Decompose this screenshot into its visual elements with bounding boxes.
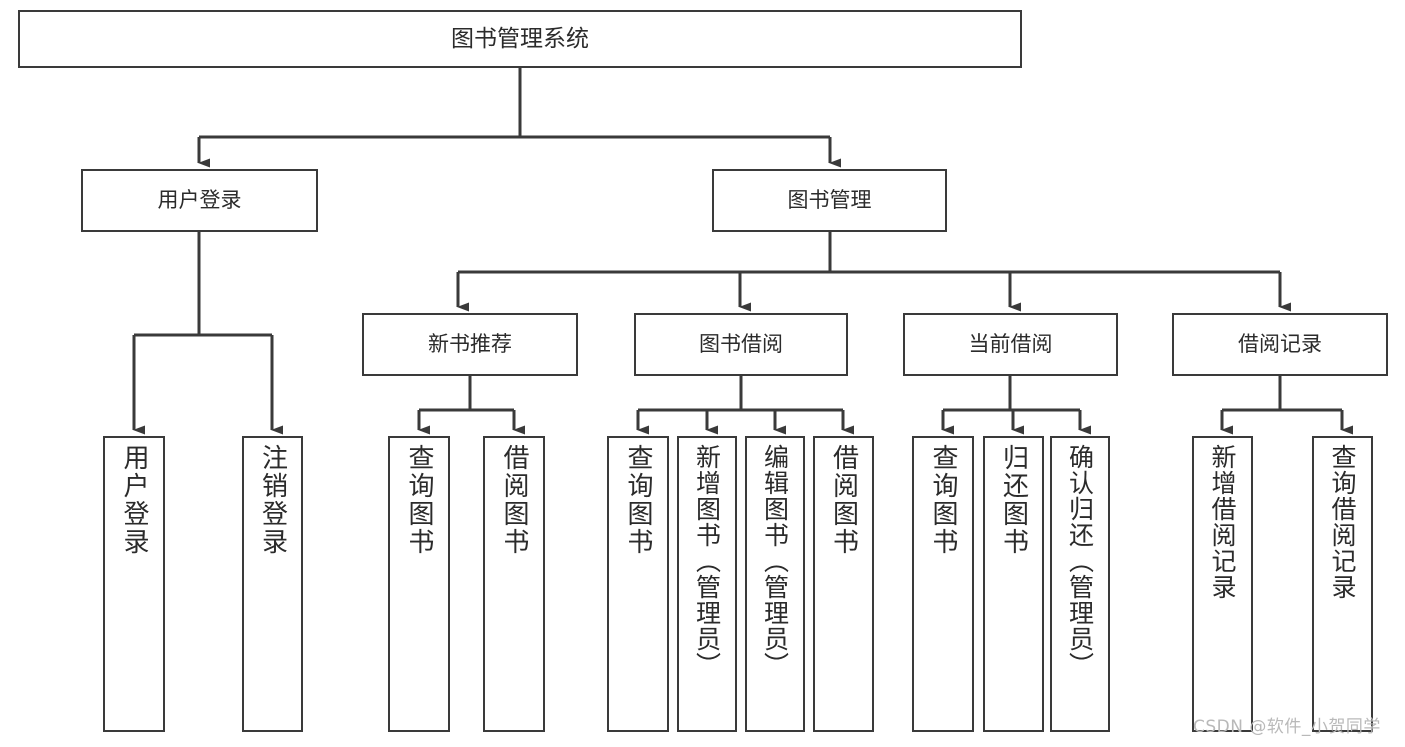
node-label: 新增借阅记录 xyxy=(1208,444,1237,600)
node-label: 用户登录 xyxy=(157,188,242,213)
node-label: 确认归还（管理员） xyxy=(1065,444,1095,678)
node-label: 注销登录 xyxy=(257,444,288,556)
leaf-add-book-admin[interactable]: 新增图书（管理员） xyxy=(677,436,737,732)
node-label: 查询图书 xyxy=(404,444,434,556)
leaf-query-borrow-record[interactable]: 查询借阅记录 xyxy=(1312,436,1373,732)
node-new-book-recommend[interactable]: 新书推荐 xyxy=(362,313,578,376)
node-label: 查询图书 xyxy=(928,444,958,556)
leaf-return-book[interactable]: 归还图书 xyxy=(983,436,1044,732)
leaf-user-login[interactable]: 用户登录 xyxy=(103,436,165,732)
node-label: 新增图书（管理员） xyxy=(692,444,722,678)
node-label: 编辑图书（管理员） xyxy=(760,444,790,678)
leaf-add-borrow-record[interactable]: 新增借阅记录 xyxy=(1192,436,1253,732)
leaf-borrow-book-newbook[interactable]: 借阅图书 xyxy=(483,436,545,732)
node-user-login[interactable]: 用户登录 xyxy=(81,169,318,232)
leaf-edit-book-admin[interactable]: 编辑图书（管理员） xyxy=(745,436,805,732)
leaf-confirm-return-admin[interactable]: 确认归还（管理员） xyxy=(1050,436,1110,732)
node-book-management[interactable]: 图书管理 xyxy=(712,169,947,232)
leaf-borrow-book[interactable]: 借阅图书 xyxy=(813,436,874,732)
node-label: 借阅图书 xyxy=(828,444,859,556)
node-label: 当前借阅 xyxy=(968,332,1053,357)
watermark-text: CSDN @软件_小贺同学 xyxy=(1193,717,1381,737)
leaf-logout-login[interactable]: 注销登录 xyxy=(242,436,303,732)
node-label: 图书管理系统 xyxy=(451,25,589,52)
node-label: 图书借阅 xyxy=(699,332,783,357)
leaf-query-book-borrow[interactable]: 查询图书 xyxy=(607,436,669,732)
node-label: 借阅图书 xyxy=(499,444,529,556)
node-current-borrow[interactable]: 当前借阅 xyxy=(903,313,1118,376)
node-label: 借阅记录 xyxy=(1238,332,1322,357)
node-label: 归还图书 xyxy=(998,444,1029,556)
node-label: 查询借阅记录 xyxy=(1328,444,1357,600)
leaf-query-book-newbook[interactable]: 查询图书 xyxy=(388,436,450,732)
node-label: 新书推荐 xyxy=(428,332,512,357)
node-label: 图书管理 xyxy=(787,188,872,213)
leaf-query-book-current[interactable]: 查询图书 xyxy=(912,436,974,732)
node-book-borrow[interactable]: 图书借阅 xyxy=(634,313,848,376)
node-borrow-record[interactable]: 借阅记录 xyxy=(1172,313,1388,376)
node-label: 用户登录 xyxy=(119,444,149,556)
node-label: 查询图书 xyxy=(623,444,653,556)
node-root-system[interactable]: 图书管理系统 xyxy=(18,10,1022,68)
